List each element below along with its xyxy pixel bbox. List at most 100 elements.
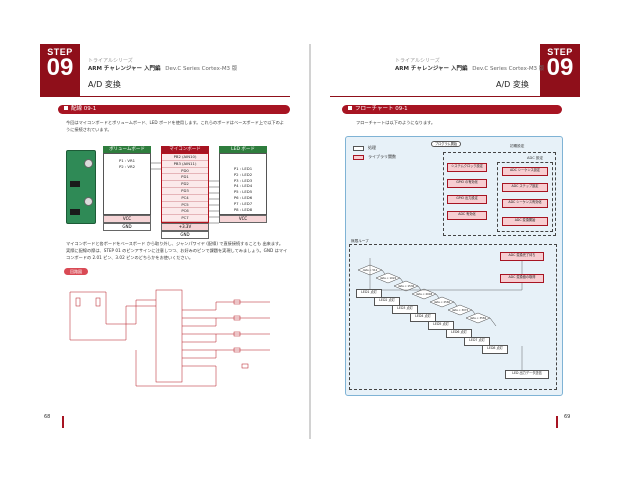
led-pin-row: P5 : LED5 <box>233 189 253 195</box>
legend-library-label: ライブラリ関数 <box>368 154 396 159</box>
init-subroutine-frame <box>443 152 556 236</box>
header-rule <box>40 96 290 97</box>
chapter-title: A/D 変換 <box>496 80 529 89</box>
schematic-tag: 回路図 <box>64 268 88 275</box>
mcu-pin-row: PC5 <box>162 201 208 209</box>
mcu-pin-row: PD2 <box>162 181 208 188</box>
volume-board-table: ボリュームボード P1 : VR1 P2 : VR2 VCC GND <box>103 146 151 231</box>
fc-adc-get-node: ADC 変換値の取得 <box>500 274 544 283</box>
fc-led-process-node: LED4 点灯 <box>410 313 436 322</box>
knob-icon <box>84 159 93 168</box>
fc-adc-seq-node: ADC シーケンス設定 <box>502 167 548 176</box>
header-rule <box>330 96 580 97</box>
chapter-title: A/D 変換 <box>88 80 121 89</box>
fc-gpio-output-node: GPIO 出力設定 <box>447 195 487 204</box>
book-title: ARM チャレンジャー 入門編 <box>395 66 468 72</box>
volume-vcc: VCC <box>103 215 151 223</box>
fc-adc-start-node: ADC シーケンス有効化 <box>502 199 548 208</box>
legend-plain-swatch <box>353 146 364 151</box>
intro-paragraph: 今回はマイコンボードとボリュームボード、LED ボードを使用します。これらのボー… <box>66 120 284 132</box>
fc-start-node: プログラム開始 <box>431 141 461 147</box>
book-subtitle: Dev.C Series Cortex-M3 版 <box>472 66 545 72</box>
bullet-square-icon <box>348 106 352 110</box>
volume-pin-row: P2 : VR2 <box>118 163 136 169</box>
book-title-line: ARM チャレンジャー 入門編 Dev.C Series Cortex-M3 版 <box>395 64 544 72</box>
led-pin-row: P7 : LED7 <box>233 200 253 206</box>
step-tab-left: STEP 09 <box>40 44 80 96</box>
fc-led-process-node: LED8 点灯 <box>482 345 508 354</box>
fc-no-link <box>489 317 497 327</box>
fc-led-process-node: LED3 点灯 <box>392 305 418 314</box>
fc-decision-label: data < 1024 <box>380 276 397 280</box>
init-area-label: 初期設定 <box>510 144 525 148</box>
volume-gnd: GND <box>103 223 151 231</box>
mcu-pin-row: PD0 <box>162 167 208 175</box>
step-number: 09 <box>546 54 574 81</box>
wiring-note-paragraph: マイコンボードと各ボードをベースボード から取り外し、ジャンパワイヤ (配線) … <box>66 241 288 260</box>
step-label: STEP <box>547 47 573 57</box>
volume-board-header: ボリュームボード <box>103 146 151 153</box>
mcu-pin-row: PC6 <box>162 208 208 216</box>
intro-paragraph: フローチャートは以下のようになります。 <box>356 120 436 125</box>
book-title: ARM チャレンジャー 入門編 <box>88 66 161 72</box>
fc-led-process-node: LED1 点灯 <box>356 289 382 298</box>
fc-clock-node: システムクロック設定 <box>447 163 487 172</box>
fc-led-process-node: LED5 点灯 <box>428 321 454 330</box>
page-marker <box>62 416 64 428</box>
series-title: トライアルシリーズ <box>395 58 440 64</box>
section-title: 配線 09-1 <box>71 106 97 112</box>
fc-led-process-node: LED6 点灯 <box>446 329 472 338</box>
mcu-vcc: +3.3V <box>161 222 209 231</box>
mcu-pin-row: PB3 (AIN11) <box>162 160 208 168</box>
book-title-line: ARM チャレンジャー 入門編 Dev.C Series Cortex-M3 版 <box>88 64 237 72</box>
legend-plain-label: 処理 <box>368 145 376 150</box>
section-title: フローチャート 09-1 <box>355 106 408 112</box>
knob-icon <box>84 197 93 206</box>
led-pin-row: P2 : LED2 <box>233 171 253 177</box>
page-number-left: 68 <box>44 414 51 420</box>
connector-icon <box>70 209 80 215</box>
mcu-pin-row: PB2 (AIN10) <box>162 154 208 161</box>
page-marker <box>556 416 558 428</box>
fc-decision-label: data < 2560 <box>434 300 451 304</box>
fc-led-process-node: LED7 点灯 <box>464 337 490 346</box>
page-gutter <box>309 44 311 439</box>
circuit-schematic <box>69 289 270 387</box>
adc-area-label: ADC 設定 <box>527 156 544 160</box>
section-title-bar: 配線 09-1 <box>58 105 290 114</box>
led-pin-row: P1 : LED1 <box>233 166 253 171</box>
fc-output-node: LED 出力データ送信 <box>505 370 549 379</box>
fc-adc-step-node: ADC ステップ設定 <box>502 183 548 192</box>
book-subtitle: Dev.C Series Cortex-M3 版 <box>165 66 238 72</box>
led-board-header: LED ボード <box>219 146 267 153</box>
volume-pin-row: P1 : VR1 <box>118 158 136 163</box>
step-number: 09 <box>46 54 74 81</box>
fc-decision-label: data < 3072 <box>452 308 469 312</box>
led-vcc: VCC <box>219 215 267 223</box>
fc-decision-label: data < 3584 <box>470 316 487 320</box>
loop-area-label: 無限ループ <box>351 239 369 243</box>
led-pin-row: P6 : LED6 <box>233 194 253 200</box>
legend-library-swatch <box>353 155 364 160</box>
mcu-board-header: マイコンボード <box>161 146 209 153</box>
step-label: STEP <box>47 47 73 57</box>
mcu-gnd: GND <box>161 230 209 239</box>
mcu-pin-row: PC4 <box>162 194 208 202</box>
loop-frame <box>349 244 557 390</box>
adc-subroutine-frame <box>497 162 553 232</box>
fc-gpio-enable-node: GPIO の有効化 <box>447 179 487 188</box>
connector-icon <box>70 181 80 187</box>
fc-adc-wait-node: ADC 変換完了待ち <box>500 252 544 261</box>
led-pin-row: P3 : LED3 <box>233 177 253 183</box>
step-tab-right: STEP 09 <box>540 44 580 96</box>
bullet-square-icon <box>64 106 68 110</box>
fc-decision-label: data < 2048 <box>416 292 433 296</box>
fc-decision-label: data < 1536 <box>398 284 415 288</box>
led-pin-row: P8 : LED8 <box>233 206 253 212</box>
page-number-right: 69 <box>564 414 571 420</box>
led-pin-row: P4 : LED4 <box>233 183 253 189</box>
